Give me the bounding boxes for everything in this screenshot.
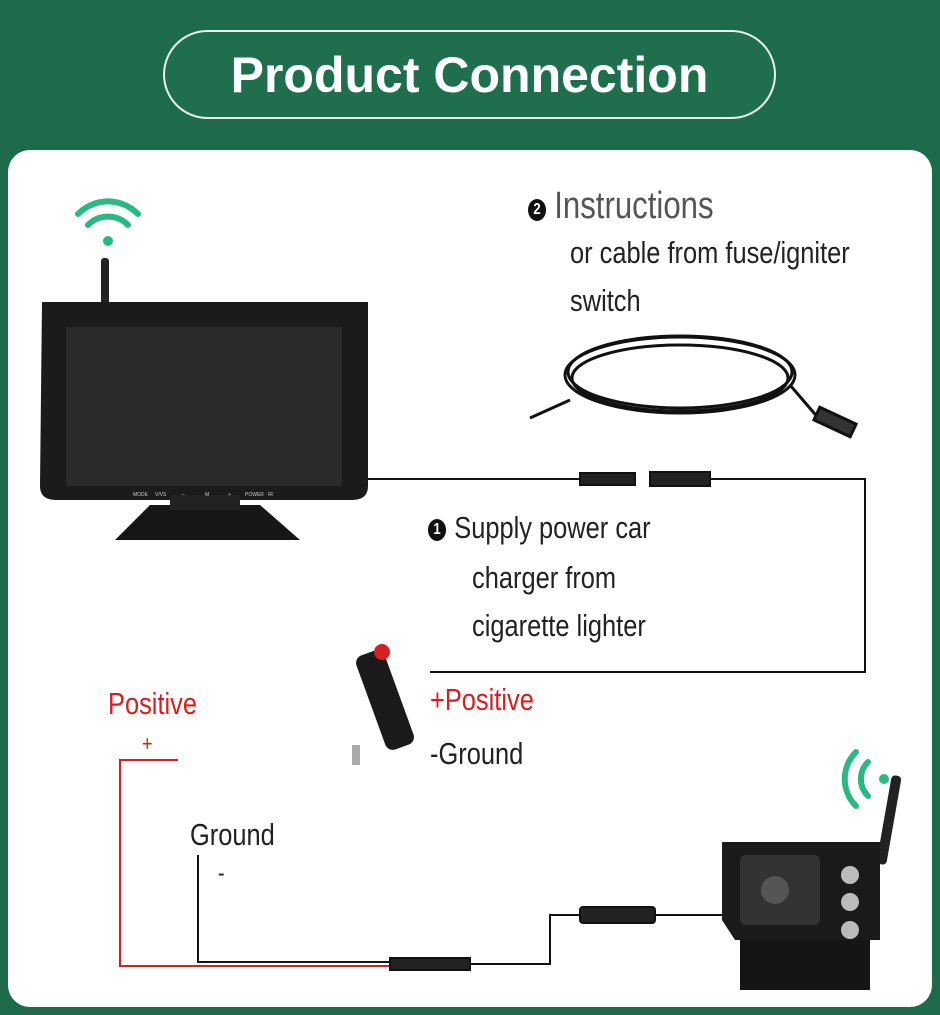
monitor-image: [40, 258, 368, 540]
positive-label: Positive: [108, 686, 198, 721]
svg-text:MODE: MODE: [133, 492, 149, 498]
supply-line: cigarette lighter: [472, 608, 646, 643]
plus-positive-label: +Positive: [430, 682, 534, 717]
svg-text:POWER: POWER: [245, 492, 264, 498]
instructions-line: or cable from fuse/igniter: [570, 235, 850, 270]
svg-text:M: M: [205, 492, 209, 498]
monitor-buttons: MODE V/VS − M + POWER IR: [133, 492, 273, 498]
minus-sign: -: [218, 860, 225, 887]
svg-text:−: −: [182, 492, 185, 498]
camera-image: [722, 775, 902, 990]
svg-text:IR: IR: [268, 492, 273, 498]
title-pill: Product Connection: [163, 30, 776, 119]
plus-sign: +: [142, 731, 153, 756]
power-cable-image: [529, 334, 859, 439]
wifi-icon: [841, 749, 889, 809]
wifi-icon: [75, 198, 141, 246]
cigarette-lighter-plug: [352, 644, 414, 765]
svg-text:V/VS: V/VS: [155, 492, 167, 498]
page-title: Product Connection: [230, 46, 709, 103]
camera-cable: [389, 906, 725, 971]
positive-wire: [119, 759, 390, 967]
svg-text:+: +: [228, 492, 231, 498]
ground-label: Ground: [190, 817, 275, 852]
instructions-line: switch: [570, 283, 641, 318]
supply-line: charger from: [472, 560, 617, 595]
minus-ground-label: -Ground: [430, 736, 524, 771]
monitor-cable: [368, 471, 866, 673]
ground-wire: [197, 855, 390, 963]
